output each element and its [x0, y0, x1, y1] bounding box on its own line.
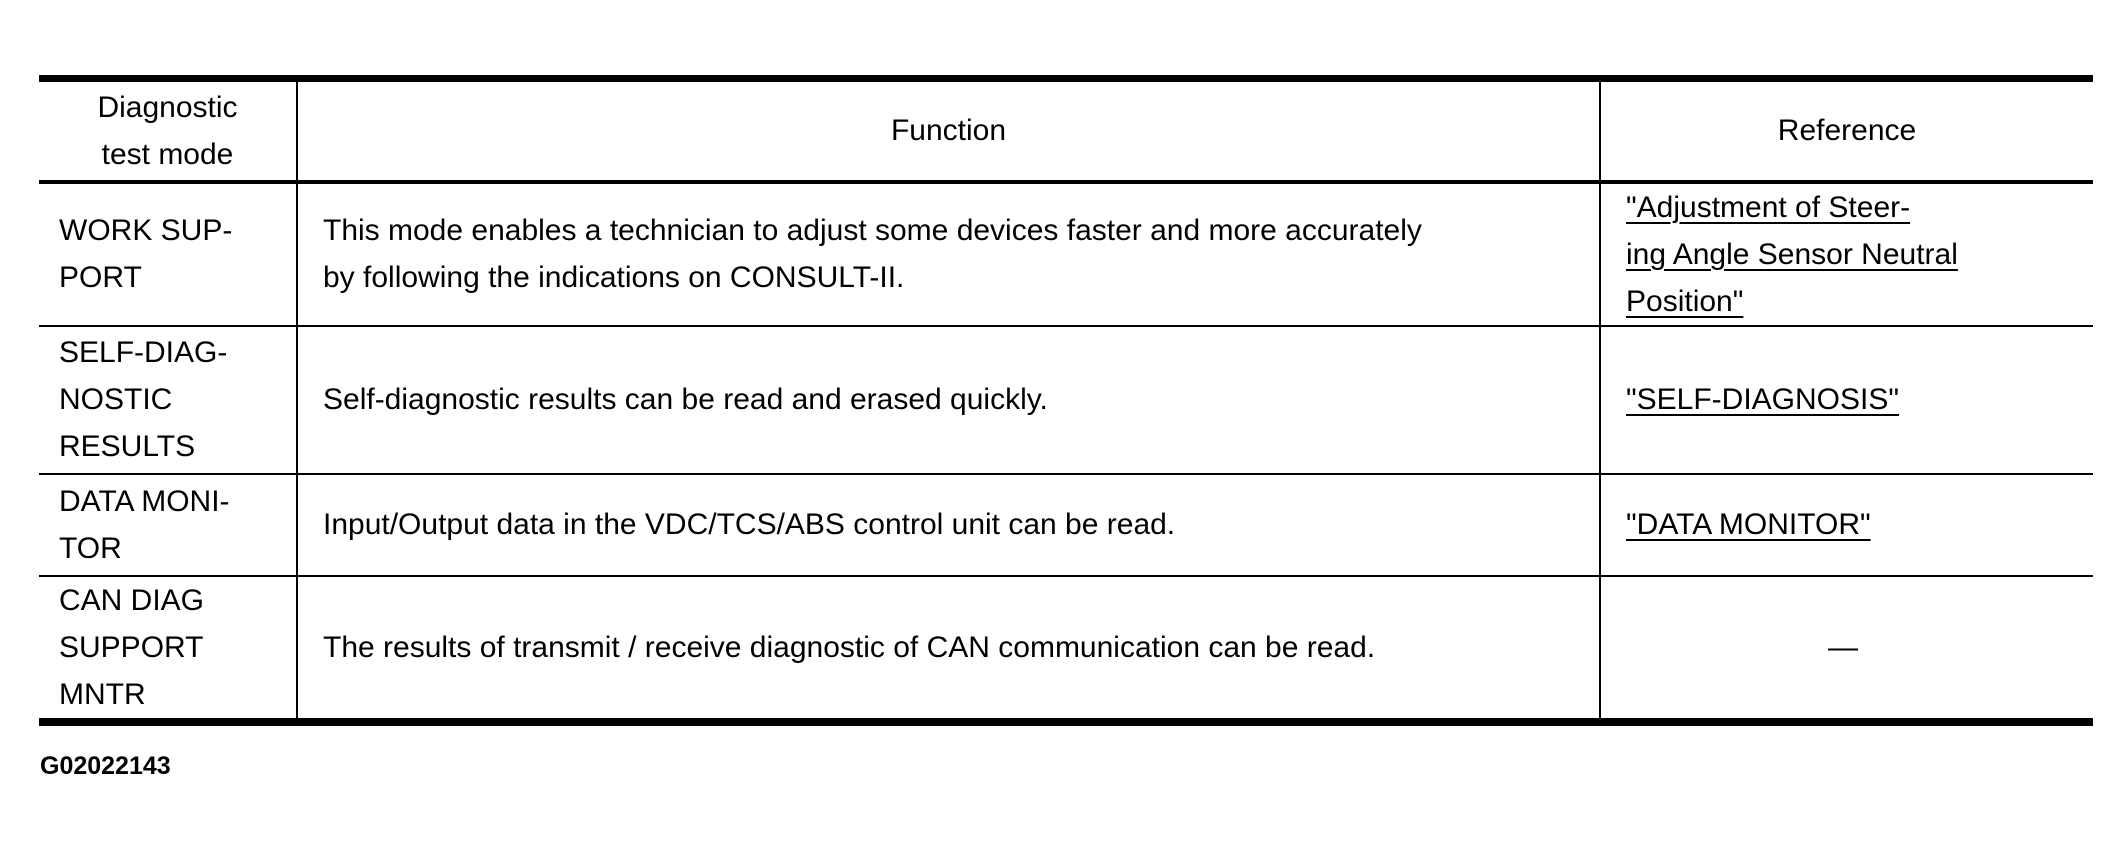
reference-link-data-monitor[interactable]: "DATA MONITOR" [1626, 508, 1871, 541]
mode-cell-work-support: WORK SUP- PORT [59, 214, 233, 294]
reference-cell-self-diagnostic-results: "SELF-DIAGNOSIS" [1599, 324, 2093, 474]
reference-cell-can-diag-empty-dash: — [1599, 574, 2093, 722]
mode-cell-self-diagnostic-results: SELF-DIAG- NOSTIC RESULTS [39, 324, 297, 474]
table-row-work-support: WORK SUP- PORT This mode enables a techn… [39, 181, 2093, 326]
header-function: Function [296, 78, 1600, 184]
figure-id: G02022143 [40, 752, 171, 780]
reference-link-self-diagnosis[interactable]: "SELF-DIAGNOSIS" [1626, 383, 1900, 416]
header-diagnostic-test-mode: Diagnostic test mode [39, 78, 297, 184]
function-cell-data-monitor: Input/Output data in the VDC/TCS/ABS con… [296, 472, 1600, 576]
reference-cell-data-monitor: "DATA MONITOR" [1599, 472, 2093, 576]
reference-link-adjustment-steering-angle[interactable]: "Adjustment of Steer- ing Angle Sensor N… [1626, 190, 1958, 318]
table-row-can-diag-support-mntr: CAN DIAG SUPPORT MNTR The results of tra… [39, 574, 2093, 722]
function-cell-self-diagnostic-results: Self-diagnostic results can be read and … [296, 324, 1600, 474]
function-cell-can-diag-support-mntr: The results of transmit / receive diagno… [296, 574, 1600, 722]
diagnostic-test-mode-table: Diagnostic test mode Function Reference … [39, 75, 2093, 726]
header-reference: Reference [1599, 78, 2093, 184]
table-header-row: Diagnostic test mode Function Reference [39, 78, 2093, 184]
table-row-data-monitor: DATA MONI- TOR Input/Output data in the … [39, 472, 2093, 576]
mode-cell-can-diag-support-mntr: CAN DIAG SUPPORT MNTR [39, 574, 297, 722]
table-row-self-diagnostic-results: SELF-DIAG- NOSTIC RESULTS Self-diagnosti… [39, 324, 2093, 474]
function-cell-work-support: This mode enables a technician to adjust… [296, 181, 1600, 326]
reference-cell-work-support: "Adjustment of Steer- ing Angle Sensor N… [1599, 181, 2093, 326]
mode-cell-data-monitor: DATA MONI- TOR [39, 472, 297, 576]
